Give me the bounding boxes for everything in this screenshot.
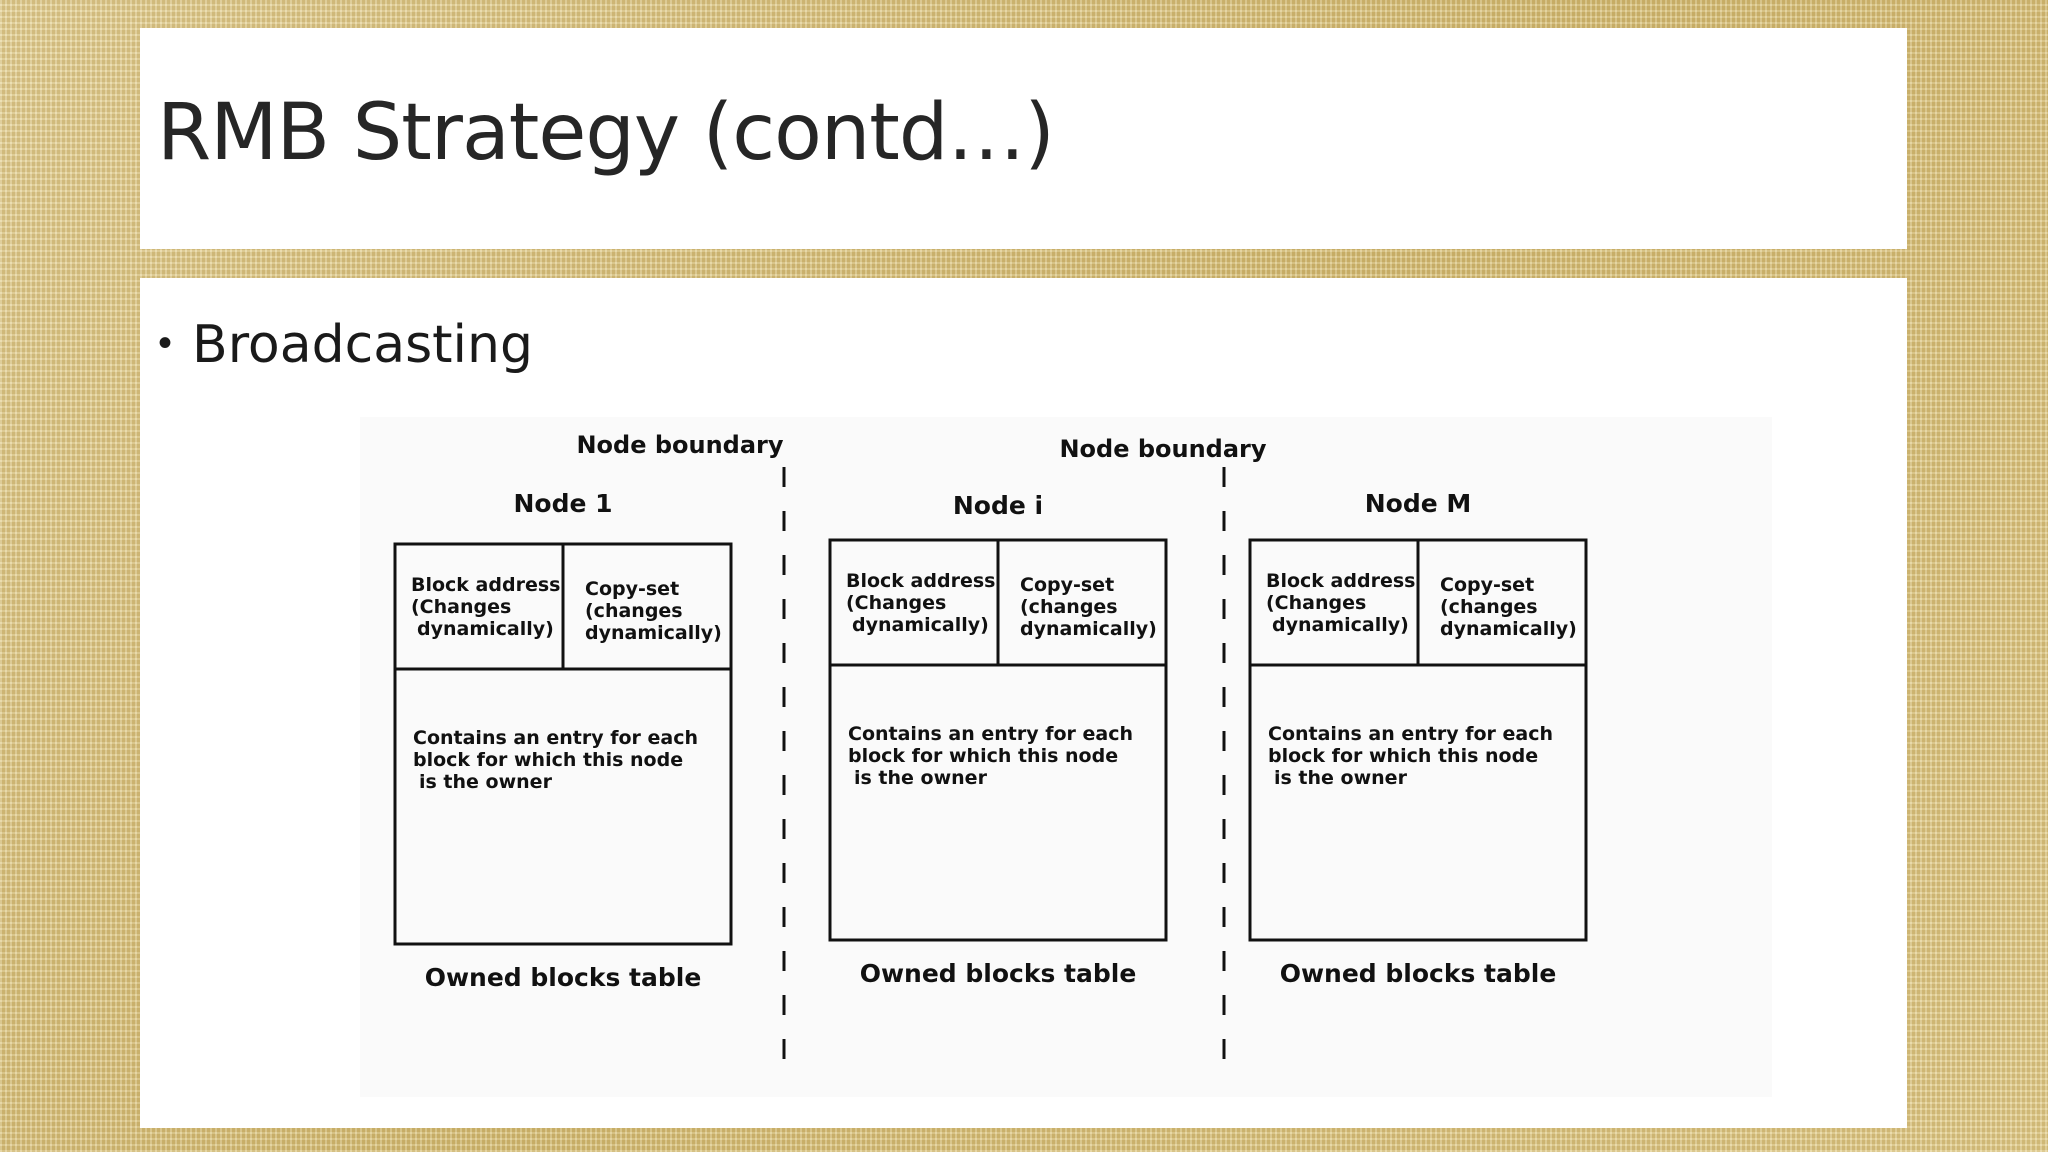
bullet-text: Broadcasting <box>192 315 533 375</box>
block-address-line-2-2: (Changes <box>846 592 946 614</box>
copy-set-line-1-2: (changes <box>585 600 683 622</box>
node-boundary-label-1: Node boundary <box>576 431 783 459</box>
table-description-line-2-2: block for which this node <box>848 745 1118 767</box>
table-description-line-1-1: Contains an entry for each <box>413 727 698 749</box>
node-name-3: Node M <box>1365 489 1472 518</box>
block-address-line-3-1: Block address <box>1266 570 1415 592</box>
table-caption-3: Owned blocks table <box>1280 959 1557 988</box>
table-caption-2: Owned blocks table <box>860 959 1137 988</box>
table-description-line-1-3: is the owner <box>419 771 553 793</box>
bullet-item: • Broadcasting <box>158 315 533 375</box>
block-address-line-1-3: dynamically) <box>417 618 554 640</box>
copy-set-line-2-2: (changes <box>1020 596 1118 618</box>
table-description-line-3-1: Contains an entry for each <box>1268 723 1553 745</box>
copy-set-line-1-1: Copy-set <box>585 578 679 600</box>
node-name-2: Node i <box>953 491 1043 520</box>
table-description-line-3-2: block for which this node <box>1268 745 1538 767</box>
copy-set-line-3-2: (changes <box>1440 596 1538 618</box>
title-panel: RMB Strategy (contd…) <box>140 28 1907 249</box>
bullet-icon: • <box>158 321 173 365</box>
table-description-line-2-1: Contains an entry for each <box>848 723 1133 745</box>
copy-set-line-3-3: dynamically) <box>1440 618 1577 640</box>
node-name-1: Node 1 <box>513 489 612 518</box>
block-address-line-1-2: (Changes <box>411 596 511 618</box>
block-address-line-1-1: Block address <box>411 574 560 596</box>
block-address-line-3-3: dynamically) <box>1272 614 1409 636</box>
block-address-line-2-3: dynamically) <box>852 614 989 636</box>
copy-set-line-3-1: Copy-set <box>1440 574 1534 596</box>
node-boundary-label-2: Node boundary <box>1059 435 1266 463</box>
table-description-line-1-2: block for which this node <box>413 749 683 771</box>
copy-set-line-1-3: dynamically) <box>585 622 722 644</box>
block-address-line-3-2: (Changes <box>1266 592 1366 614</box>
block-address-line-2-1: Block address <box>846 570 995 592</box>
table-caption-1: Owned blocks table <box>425 963 702 992</box>
table-description-line-2-3: is the owner <box>854 767 988 789</box>
table-description-line-3-3: is the owner <box>1274 767 1408 789</box>
slide-title: RMB Strategy (contd…) <box>157 88 1055 178</box>
copy-set-line-2-1: Copy-set <box>1020 574 1114 596</box>
copy-set-line-2-3: dynamically) <box>1020 618 1157 640</box>
